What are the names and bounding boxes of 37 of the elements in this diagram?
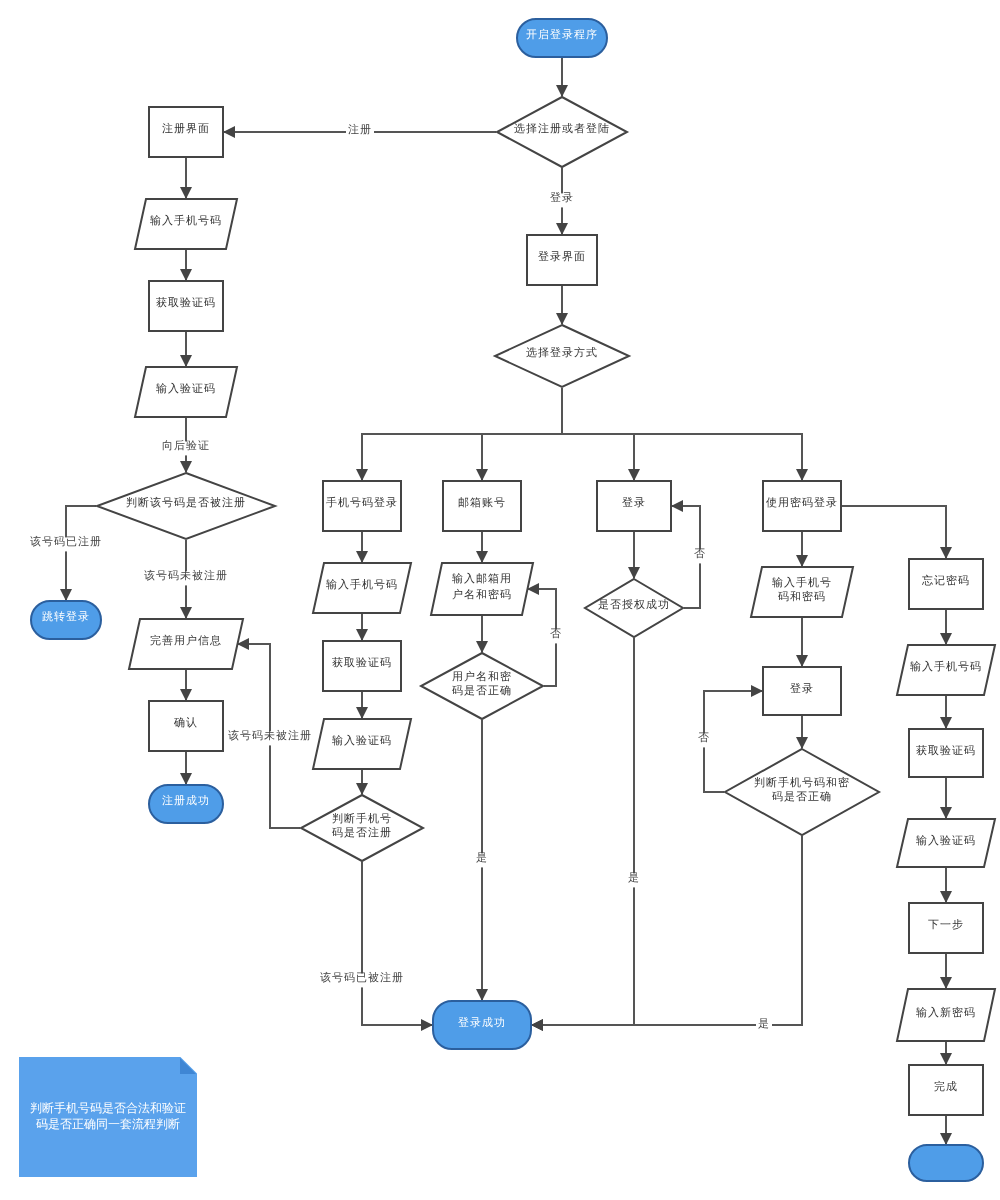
arrow [180, 249, 192, 281]
arrow [237, 638, 301, 829]
arrow [940, 1041, 952, 1065]
arrow [476, 719, 488, 1001]
arrow [476, 531, 488, 563]
arrow [628, 531, 640, 579]
arrow [940, 953, 952, 989]
arrow [841, 505, 952, 559]
arrow [356, 613, 368, 641]
arrow [556, 167, 568, 235]
arrow [527, 583, 557, 687]
arrow [356, 769, 368, 795]
arrow [356, 691, 368, 719]
arrow [940, 609, 952, 645]
arrow [796, 617, 808, 667]
arrow [531, 835, 803, 1031]
arrow [356, 531, 368, 563]
arrow [556, 285, 568, 325]
arrow [180, 669, 192, 701]
arrow [940, 777, 952, 819]
arrow [180, 331, 192, 367]
arrow [703, 685, 763, 793]
arrow [671, 500, 701, 609]
arrow [796, 531, 808, 567]
arrow [556, 57, 568, 97]
arrow [180, 751, 192, 785]
arrow [940, 1115, 952, 1145]
arrow [940, 695, 952, 729]
arrow [361, 861, 433, 1031]
terminal-capsule [908, 1144, 984, 1182]
arrow [561, 387, 808, 481]
arrow [796, 715, 808, 749]
arrow [60, 505, 97, 601]
arrow [940, 867, 952, 903]
arrow [223, 126, 497, 138]
arrow [180, 157, 192, 199]
arrow [476, 615, 488, 653]
